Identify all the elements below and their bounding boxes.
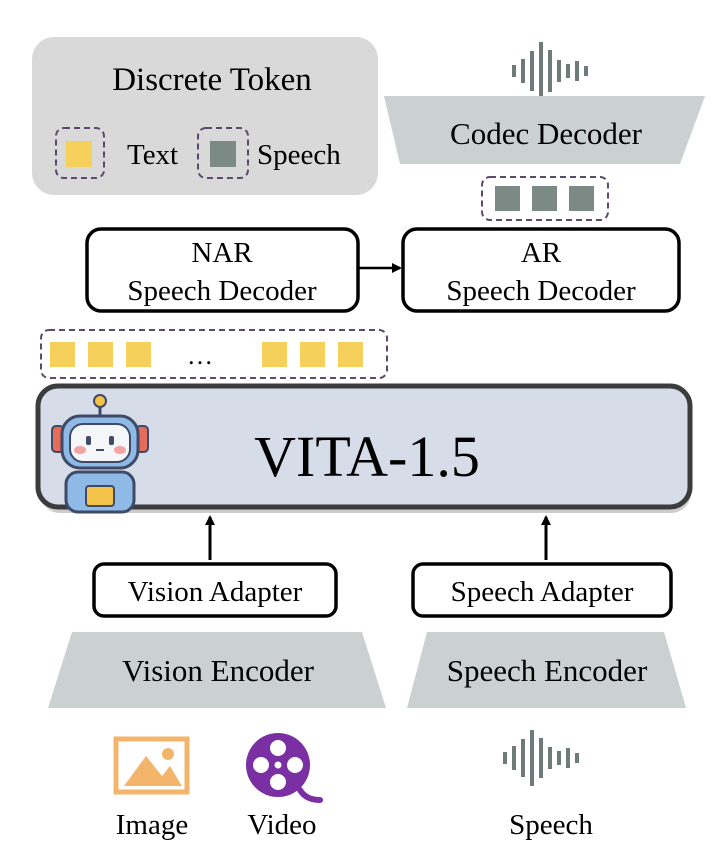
- vita-llm-label: VITA-1.5: [254, 424, 480, 489]
- speech-token: [532, 186, 557, 211]
- video-label: Video: [247, 809, 316, 841]
- video-reel-icon: [246, 733, 323, 803]
- ar-speech-decoder-box: [401, 227, 681, 313]
- speech-token-group: [481, 176, 609, 221]
- vision-encoder: Vision Encoder: [48, 632, 386, 708]
- nar-speech-decoder-line2: Speech Decoder: [127, 275, 317, 307]
- speech-encoder: Speech Encoder: [407, 632, 686, 708]
- vita-llm-box: [35, 383, 693, 510]
- text-token: [88, 342, 113, 367]
- legend-speech-label: Speech: [257, 139, 341, 171]
- image-icon: [113, 736, 190, 795]
- vita-llm-block: VITA-1.5: [35, 383, 693, 513]
- output-waveform-icon: [512, 42, 588, 100]
- legend-title: Discrete Token: [112, 62, 312, 98]
- text-token: [50, 342, 75, 367]
- input-waveform-icon: [503, 730, 579, 786]
- vision-adapter-box: [92, 562, 338, 618]
- text-token: [338, 342, 363, 367]
- legend-background: [32, 37, 378, 195]
- ar-speech-decoder: AR Speech Decoder: [401, 227, 681, 313]
- text-token: [262, 342, 287, 367]
- robot-icon: [51, 394, 149, 514]
- nar-speech-decoder: NAR Speech Decoder: [85, 227, 360, 313]
- speech-token: [495, 186, 520, 211]
- image-label: Image: [116, 809, 188, 841]
- vision-encoder-label: Vision Encoder: [122, 653, 315, 688]
- speech-encoder-label: Speech Encoder: [447, 653, 648, 688]
- text-token-ellipsis: …: [187, 341, 213, 370]
- codec-decoder: Codec Decoder: [384, 96, 705, 164]
- speech-input-label: Speech: [509, 809, 593, 841]
- codec-decoder-label: Codec Decoder: [450, 116, 643, 151]
- ar-speech-decoder-line2: Speech Decoder: [446, 275, 636, 307]
- speech-adapter-box: [411, 562, 673, 618]
- text-token-frame: [40, 329, 388, 379]
- speech-adapter-label: Speech Adapter: [451, 576, 634, 608]
- text-token: [126, 342, 151, 367]
- ar-speech-decoder-line1: AR: [521, 237, 562, 269]
- text-token-group: …: [40, 329, 388, 379]
- legend-panel: Discrete Token Text Speech: [32, 37, 378, 195]
- legend-speech-token: [210, 141, 236, 167]
- legend-text-token-frame: [55, 127, 105, 179]
- vision-encoder-shape: [48, 632, 386, 708]
- nar-speech-decoder-box: [85, 227, 360, 313]
- speech-token-frame: [481, 176, 609, 221]
- text-token: [300, 342, 325, 367]
- vision-adapter-label: Vision Adapter: [128, 576, 303, 608]
- legend-text-label: Text: [127, 139, 178, 171]
- legend-text-token: [66, 141, 92, 167]
- speech-encoder-shape: [407, 632, 686, 708]
- speech-token: [569, 186, 594, 211]
- legend-speech-token-frame: [197, 127, 249, 179]
- nar-speech-decoder-line1: NAR: [191, 237, 253, 269]
- codec-decoder-shape: [384, 96, 705, 164]
- speech-adapter: Speech Adapter: [411, 562, 673, 618]
- vision-adapter: Vision Adapter: [92, 562, 338, 618]
